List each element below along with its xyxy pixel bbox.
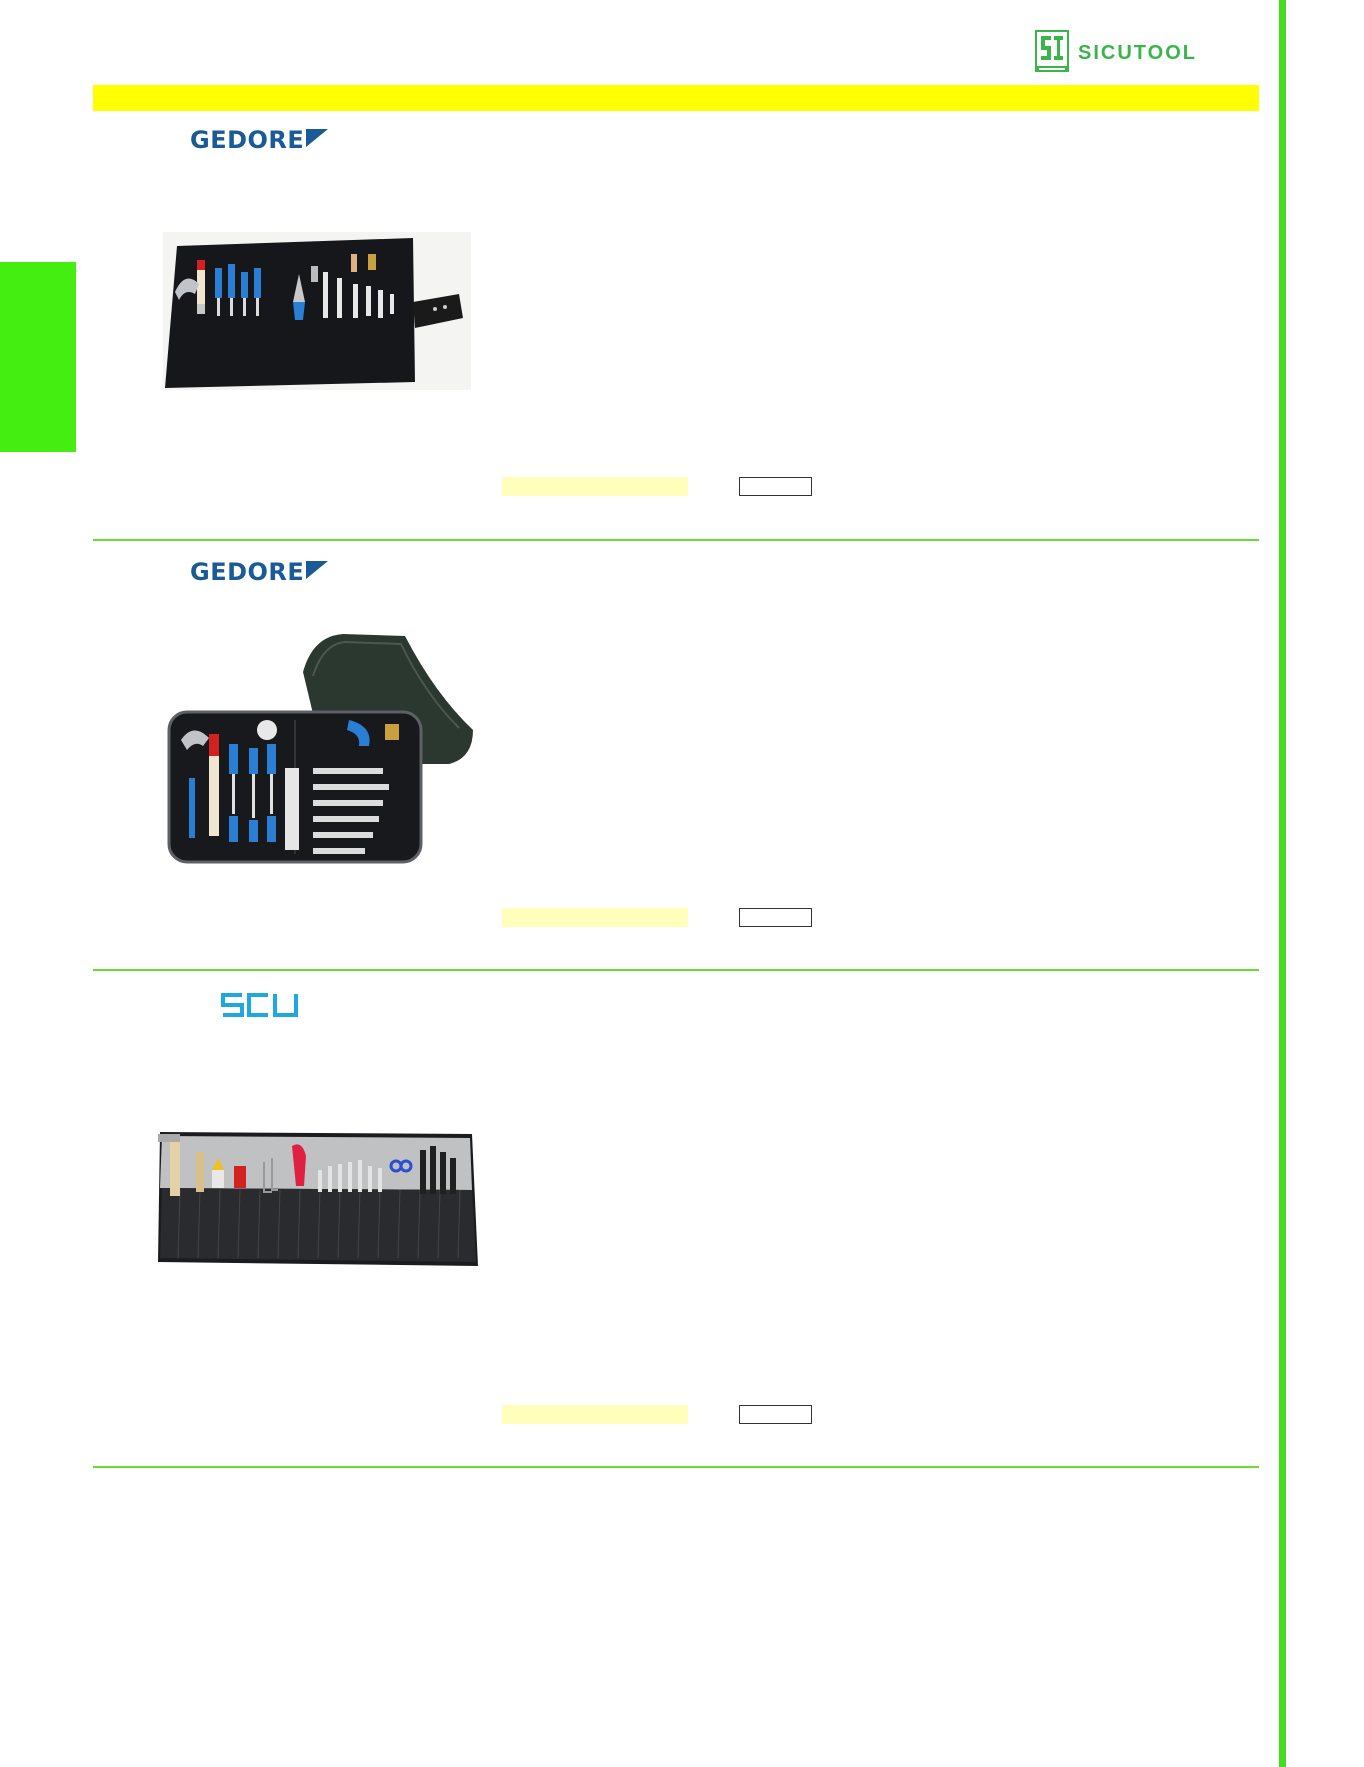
gedore-brand-logo: GEDORE [190,558,329,586]
price-field [502,908,688,927]
code-field[interactable] [739,477,812,496]
code-field[interactable] [739,908,812,927]
header-yellow-band [93,85,1259,111]
tool-zip-case-icon [163,628,477,866]
sicutool-logo-text: SICUTOOL [1078,42,1197,64]
gedore-flag-icon [306,561,329,579]
sicutool-logo-mark-icon [1035,30,1069,72]
tool-roll-long-icon [156,1124,482,1268]
price-field [502,1405,688,1424]
brand-name: GEDORE [190,558,305,586]
tool-roll-bag-icon [163,232,471,390]
right-green-rule [1279,0,1286,1767]
code-field[interactable] [739,1405,812,1424]
gedore-flag-icon [306,129,329,147]
scu-brand-logo [221,993,298,1017]
side-section-tab [0,262,76,452]
gedore-brand-logo: GEDORE [190,126,329,154]
price-field [502,477,688,496]
brand-name: GEDORE [190,126,305,154]
section-divider [93,1466,1259,1468]
section-divider [93,969,1259,971]
section-divider [93,539,1259,541]
